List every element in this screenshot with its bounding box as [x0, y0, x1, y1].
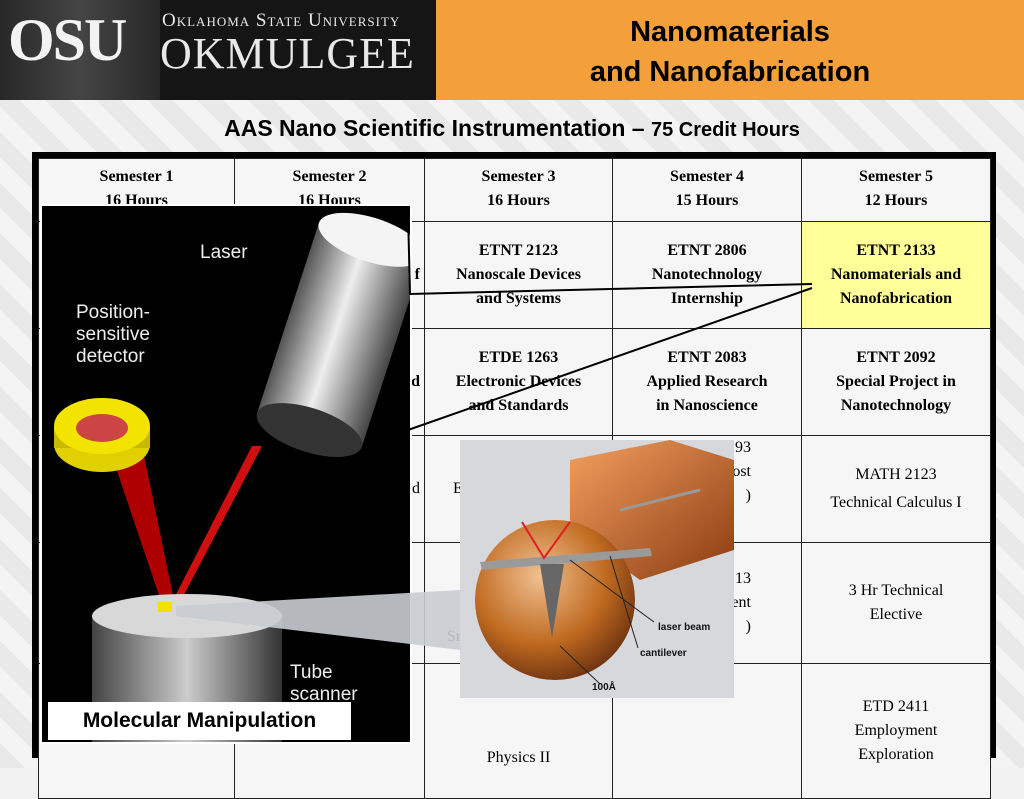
- title-banner: [436, 0, 1024, 100]
- logo-university-text: Oklahoma State University: [162, 10, 401, 31]
- tip-shape: [540, 564, 564, 638]
- program-name: AAS Nano Scientific Instrumentation: [224, 115, 626, 141]
- osu-okmulgee-logo: OSU Oklahoma State University OKMULGEE: [0, 0, 436, 100]
- slide-title-line1: Nanomaterials: [630, 16, 830, 48]
- image-caption: Molecular Manipulation: [48, 702, 351, 740]
- afm-diagram-image: Laser Position- sensitive detector Tube …: [40, 204, 412, 744]
- label-tube-scanner: Tube scanner: [290, 662, 358, 705]
- credit-hours: 75 Credit Hours: [650, 119, 800, 141]
- detector-disc: [54, 398, 150, 472]
- afm-tip-graphic: [475, 440, 734, 685]
- logo-osu-text: OSU: [8, 7, 127, 73]
- cantilever-shape: [480, 548, 652, 570]
- slide-title-line2: and Nanofabrication: [589, 56, 871, 88]
- afm-tip-closeup-image: laser beam cantilever 100Å: [460, 440, 734, 698]
- laser-beam-reflected: [112, 446, 176, 610]
- label-laser-beam: laser beam: [658, 622, 711, 633]
- slide-title: Nanomaterials and Nanofabrication: [436, 12, 1024, 92]
- label-scale: 100Å: [592, 682, 616, 693]
- logo-building-photo: [0, 0, 160, 100]
- logo-okmulgee-text: OKMULGEE: [160, 29, 415, 78]
- laser-cylinder: [256, 212, 410, 458]
- label-cantilever: cantilever: [640, 648, 687, 659]
- program-subtitle: AAS Nano Scientific Instrumentation – 75…: [0, 115, 1024, 142]
- subtitle-dash: –: [625, 115, 651, 141]
- laser-beam-in: [168, 446, 262, 610]
- label-detector: Position- sensitive detector: [76, 302, 150, 367]
- label-laser: Laser: [200, 242, 248, 263]
